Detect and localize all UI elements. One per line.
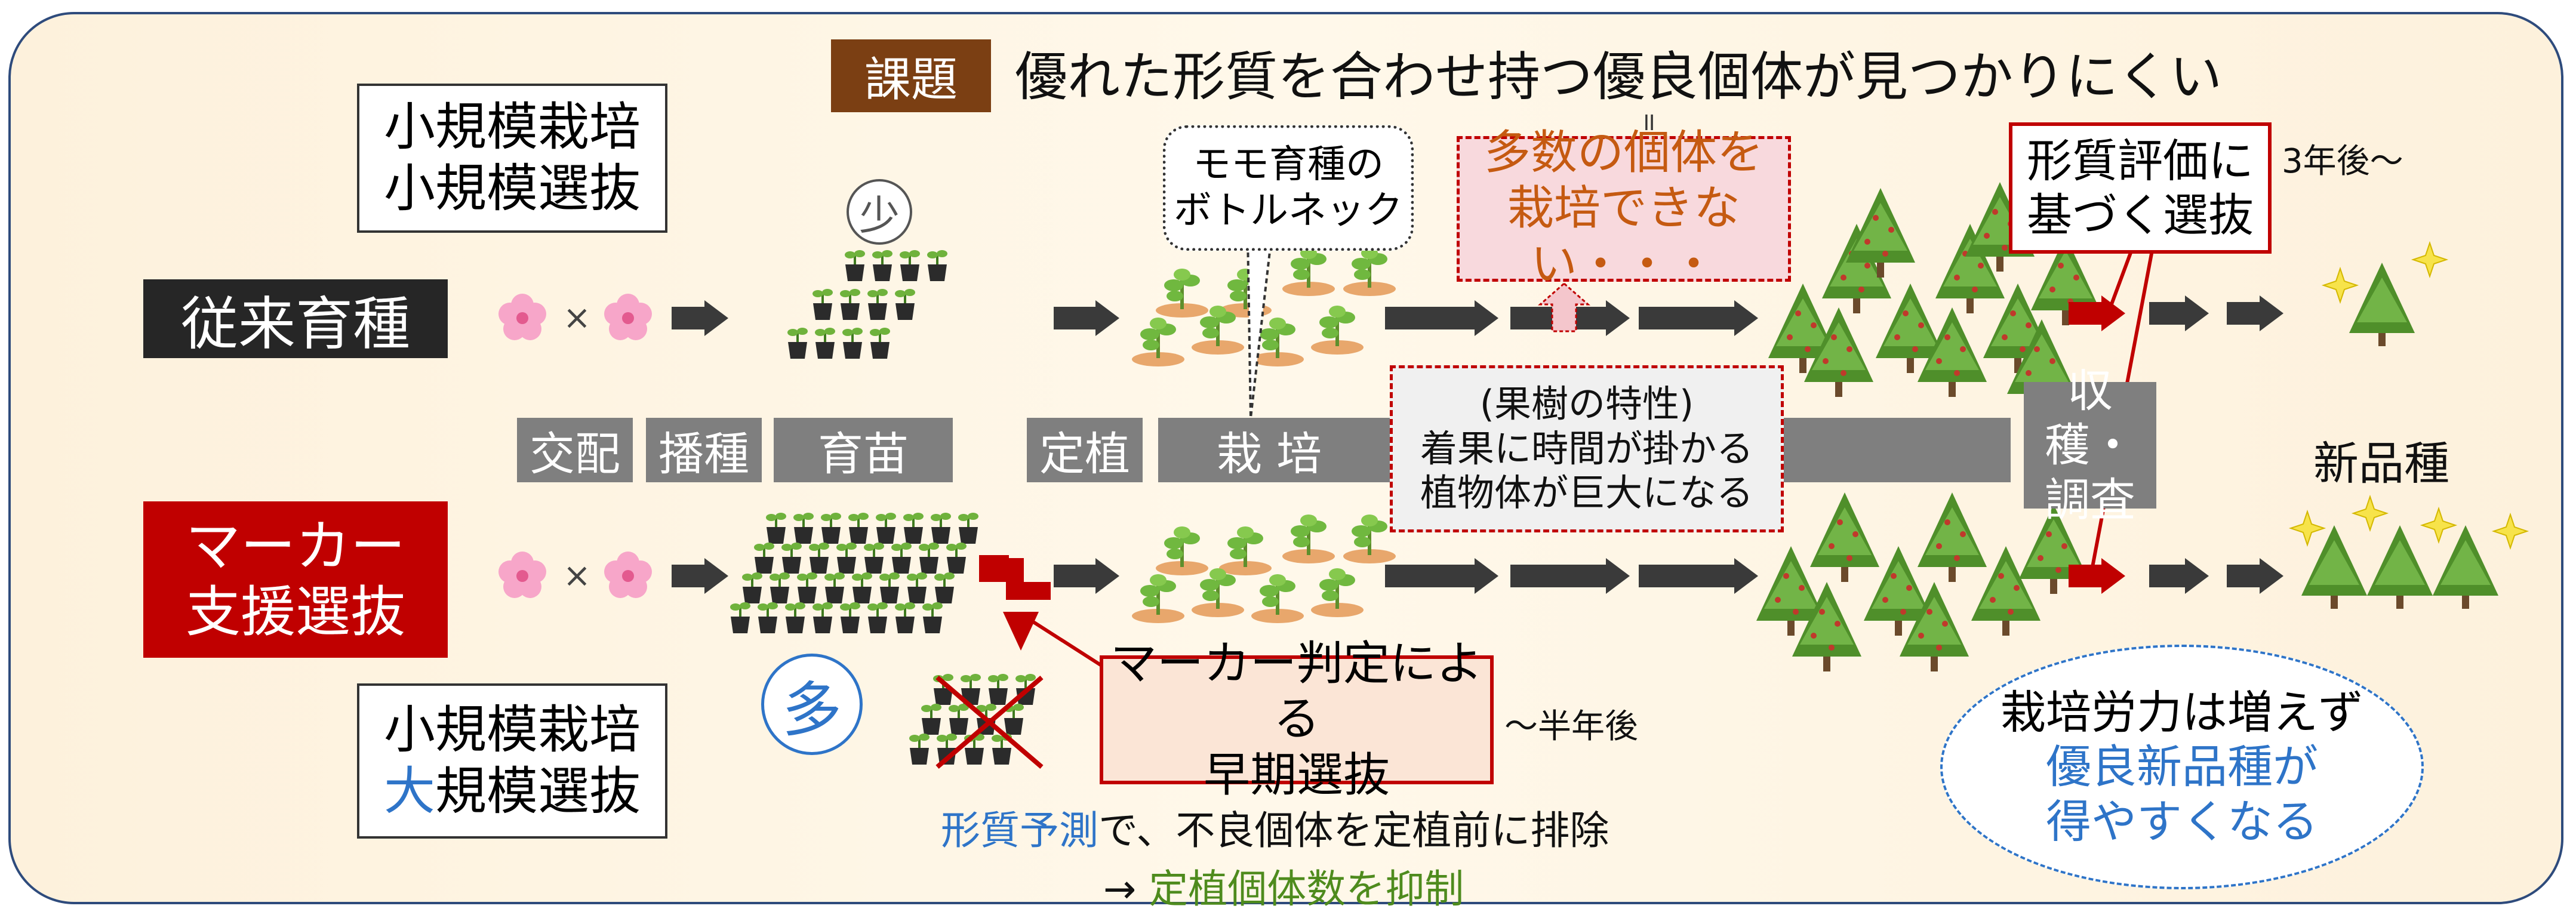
bottleneck-bubble: モモ育種の ボトルネック [1163, 125, 1414, 251]
early-selection-line2: 早期選抜 [1203, 748, 1390, 802]
marker-label-line1: マーカー [185, 514, 405, 578]
marker-scale-rest: 規模選抜 [435, 762, 641, 821]
marker-scale-accent: 大 [384, 762, 435, 821]
fruit-trait-box: (果樹の特性) 着果に時間が掛かる 植物体が巨大になる [1390, 365, 1784, 532]
marker-timing: 〜半年後 [1504, 707, 1638, 746]
benefit-line2: 優良新品種が [2046, 740, 2318, 794]
seedling-pots-few [786, 249, 949, 360]
suppress-text: 定植個体数を抑制 [1149, 866, 1464, 912]
stage-plant: 定植 [1027, 418, 1143, 482]
new-variety-label: 新品種 [2313, 437, 2449, 490]
early-selection-line1: マーカー判定による [1110, 636, 1483, 747]
evaluation-box: 形質評価に 基づく選抜 [2009, 122, 2272, 254]
evaluation-line2: 基づく選抜 [2027, 189, 2254, 242]
conventional-scale-line1: 小規模栽培 [384, 97, 641, 157]
stage-seedling: 育苗 [774, 418, 953, 482]
issue-line2: 栽培できない・・・ [1507, 181, 1740, 291]
problem-text: 優れた形質を合わせ持つ優良個体が見つかりにくい [1015, 46, 2223, 107]
fruit-trait-line2: 着果に時間が掛かる [1420, 426, 1753, 470]
suppress-arrow: → [1103, 866, 1137, 912]
evaluation-line1: 形質評価に [2027, 134, 2254, 187]
conventional-timing: 3年後〜 [2282, 142, 2403, 181]
fruit-trait-line3: 植物体が巨大になる [1420, 471, 1753, 515]
bottleneck-line2: ボトルネック [1174, 189, 1403, 233]
prediction-rest: で、不良個体を定植前に排除 [1098, 808, 1609, 854]
stage-cross: 交配 [517, 418, 633, 482]
svg-text:॥: ॥ [1641, 107, 1655, 136]
benefit-line1: 栽培労力は増えず [2001, 686, 2363, 740]
many-badge: 多 [761, 654, 863, 755]
marker-label: マーカー 支援選抜 [143, 501, 448, 658]
stage-harvest: 収穫・ 調査 [2024, 364, 2156, 526]
problem-tag: 課題 [831, 39, 991, 112]
prediction-note: 形質予測で、不良個体を定植前に排除 [941, 799, 1609, 856]
marker-scale-box: 小規模栽培 大規模選抜 [357, 683, 667, 839]
fruit-trait-line1: (果樹の特性) [1479, 382, 1694, 426]
suppress-note: → 定植個体数を抑制 [1103, 857, 1464, 914]
stage-sow: 播種 [646, 418, 762, 482]
prediction-accent: 形質予測 [941, 808, 1098, 854]
marker-scale-line2: 大規模選抜 [384, 761, 641, 822]
cross-symbol: × [563, 298, 591, 337]
conventional-scale-box: 小規模栽培 小規模選抜 [357, 84, 667, 233]
marker-scale-line1: 小規模栽培 [384, 700, 641, 760]
stage-harvest-line1: 収穫・ [2045, 364, 2135, 472]
marker-label-line2: 支援選抜 [185, 580, 405, 644]
cross-symbol-marker: × [563, 556, 591, 595]
benefit-ellipse: 栽培労力は増えず 優良新品種が 得やすくなる [1940, 645, 2424, 889]
stage-harvest-line2: 調査 [2045, 473, 2135, 526]
few-badge: 少 [847, 179, 912, 245]
conventional-label: 従来育種 [143, 279, 448, 358]
bottleneck-line1: モモ育種の [1193, 143, 1384, 187]
conventional-scale-line2: 小規模選抜 [384, 159, 641, 218]
benefit-line3: 得やすくなる [2046, 794, 2318, 848]
issue-line1: 多数の個体を [1484, 125, 1764, 180]
issue-box: 多数の個体を 栽培できない・・・ [1457, 126, 1791, 291]
early-selection-box: マーカー判定による 早期選抜 [1100, 637, 1494, 802]
